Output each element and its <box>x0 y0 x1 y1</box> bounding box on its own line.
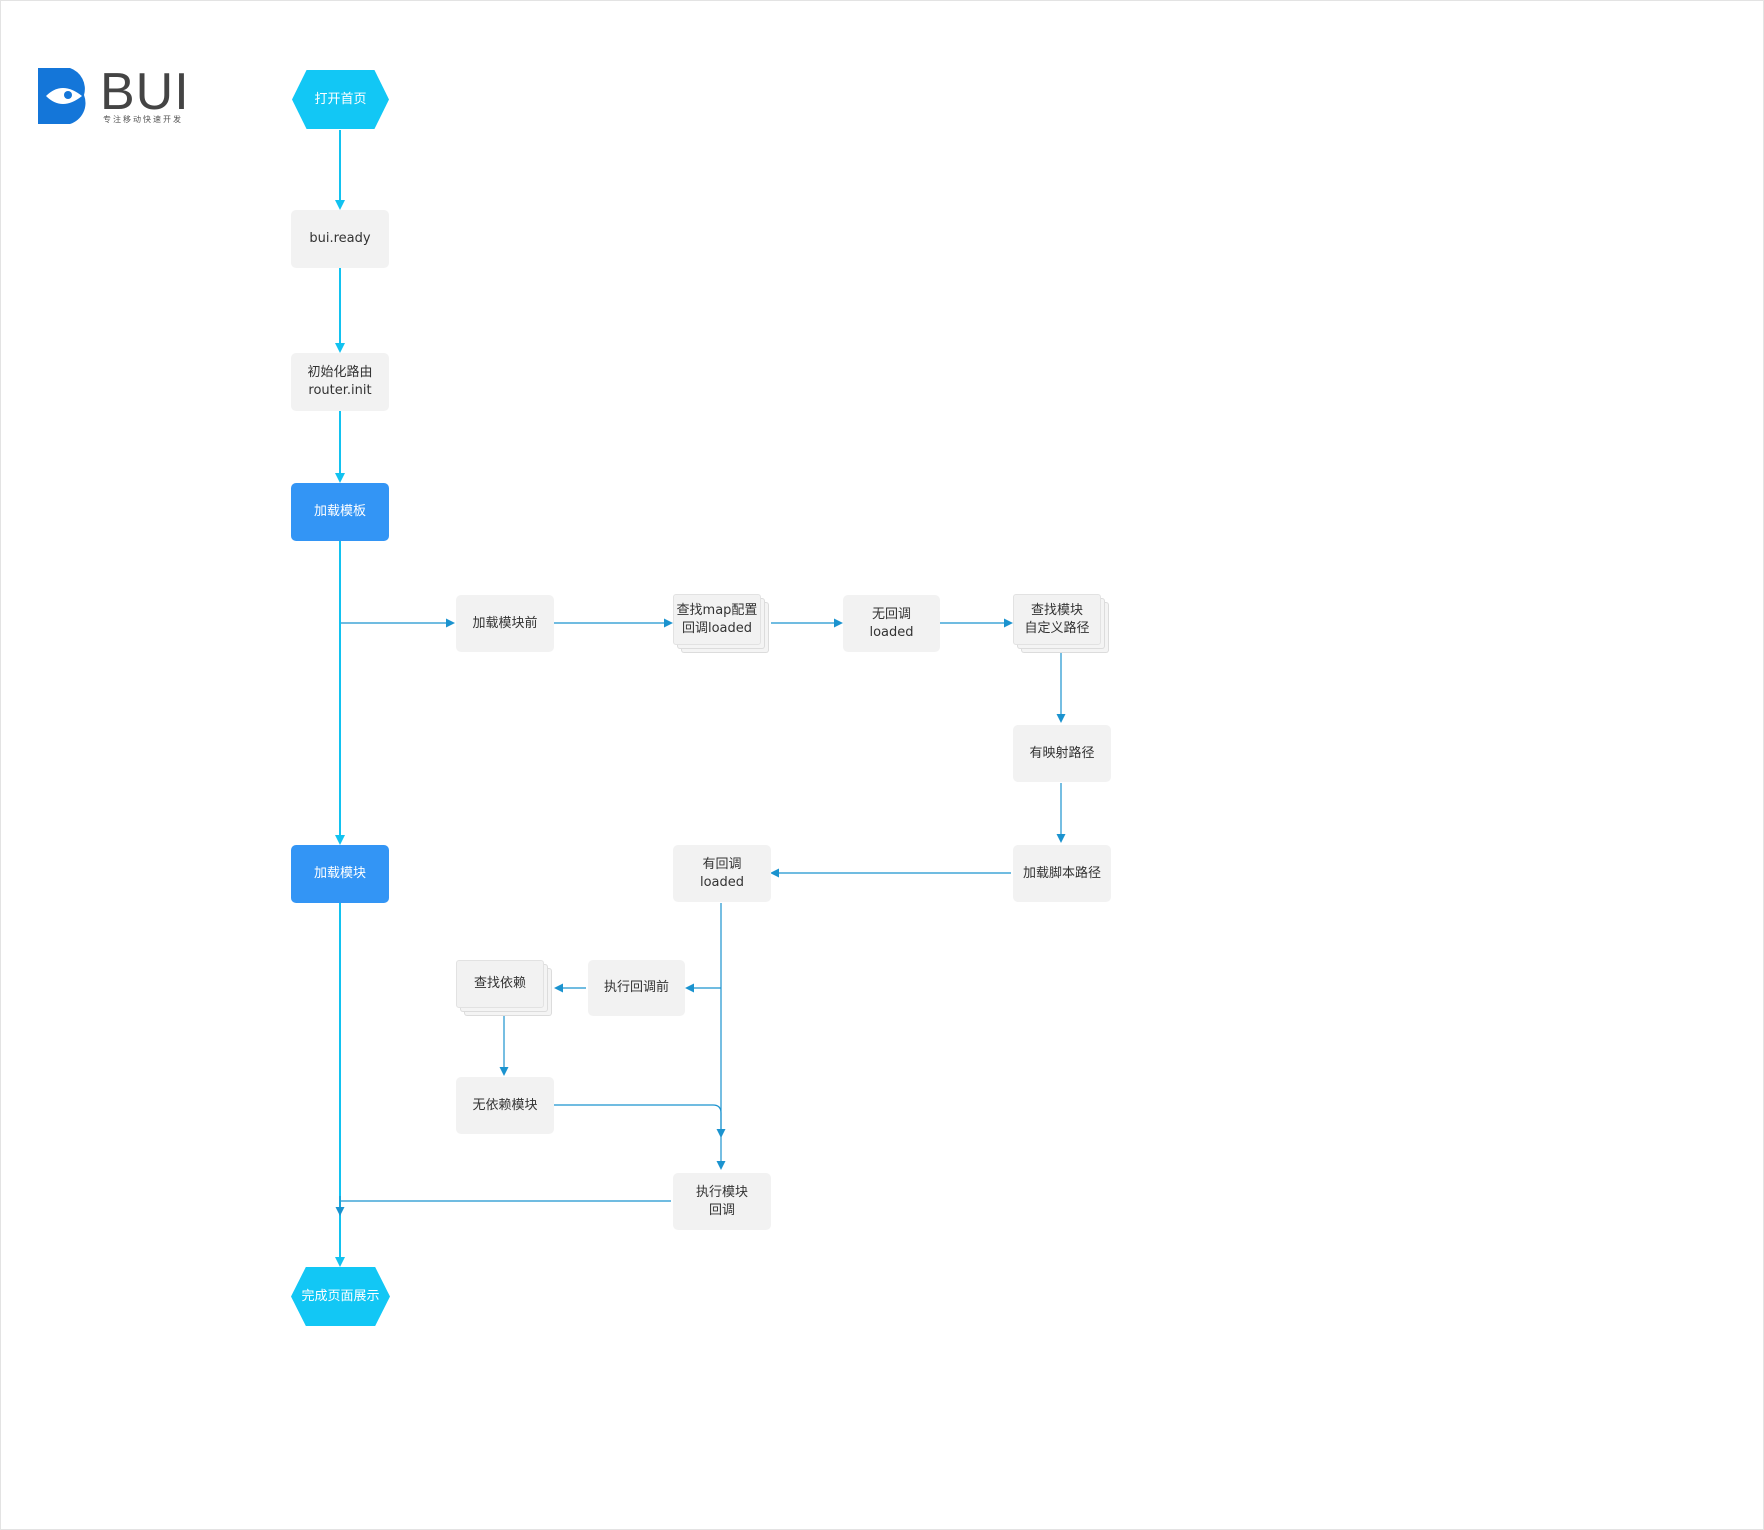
find-map-config-node: 查找map配置 回调loaded <box>673 594 761 645</box>
find-module-path-node: 查找模块 自定义路径 <box>1013 594 1101 645</box>
bui-ready-label: bui.ready <box>309 231 371 246</box>
before-load-module-node: 加载模块前 <box>456 595 554 652</box>
brand-tagline: 专注移动快速开发 <box>103 115 183 124</box>
router-init-label: 初始化路由 router.init <box>307 365 373 398</box>
before-execute-callback-node: 执行回调前 <box>588 960 685 1016</box>
find-map-config-label: 查找map配置 回调loaded <box>676 602 758 636</box>
find-dependencies-label: 查找依赖 <box>473 976 526 991</box>
no-callback-label: 无回调 loaded <box>869 606 914 640</box>
load-template-label: 加载模板 <box>313 504 366 519</box>
router-init-node: 初始化路由 router.init <box>291 353 389 411</box>
edge-no-dep-to-merge <box>554 1104 726 1138</box>
load-script-path-node: 加载脚本路径 <box>1013 845 1111 902</box>
load-template-node: 加载模板 <box>291 483 389 541</box>
load-module-label: 加载模块 <box>313 866 366 881</box>
has-callback-label: 有回调 loaded <box>699 856 745 890</box>
before-load-module-label: 加载模块前 <box>472 615 538 631</box>
finish-label: 完成页面展示 <box>301 1288 380 1304</box>
has-mapped-path-node: 有映射路径 <box>1013 725 1111 782</box>
no-callback-node: 无回调 loaded <box>843 595 940 652</box>
load-module-node: 加载模块 <box>291 845 389 903</box>
before-execute-callback-label: 执行回调前 <box>603 980 669 995</box>
no-dependency-module-label: 无依赖模块 <box>472 1097 538 1113</box>
has-mapped-path-label: 有映射路径 <box>1029 745 1095 761</box>
find-dependencies-node: 查找依赖 <box>456 960 544 1008</box>
execute-module-callback-label: 执行模块 回调 <box>695 1184 748 1218</box>
finish-node: 完成页面展示 <box>291 1267 390 1326</box>
start-label: 打开首页 <box>314 91 367 107</box>
bui-logo: BUI 专注移动快速开发 <box>38 63 189 128</box>
fish-logo-icon <box>38 68 86 124</box>
brand-name: BUI <box>100 63 190 121</box>
find-module-path-label: 查找模块 自定义路径 <box>1024 602 1090 636</box>
bui-ready-node: bui.ready <box>291 210 389 268</box>
execute-module-callback-node: 执行模块 回调 <box>673 1173 771 1230</box>
has-callback-node: 有回调 loaded <box>673 845 771 902</box>
load-script-path-label: 加载脚本路径 <box>1022 865 1101 881</box>
start-node: 打开首页 <box>292 70 389 129</box>
no-dependency-module-node: 无依赖模块 <box>456 1077 554 1134</box>
